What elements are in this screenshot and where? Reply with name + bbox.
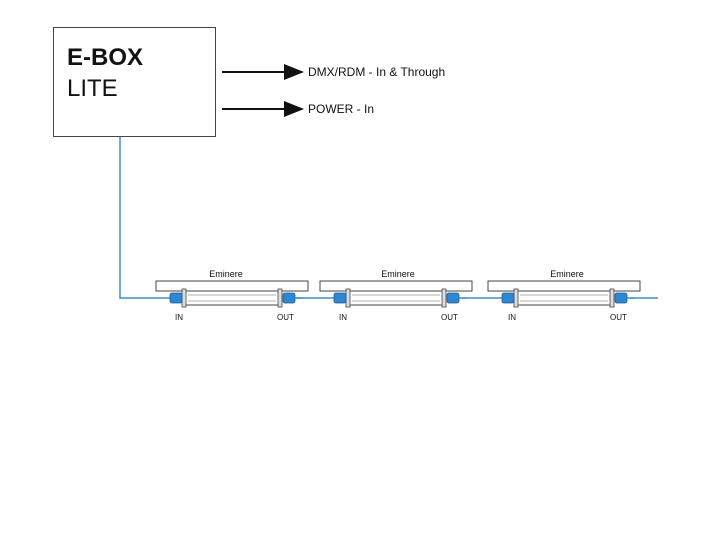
fixture-3-body — [515, 290, 613, 306]
fixture-2-end-cap-right — [441, 288, 447, 308]
fixture-2-body — [347, 290, 445, 306]
fixture-1-body — [183, 290, 281, 306]
fixture-2-name: Eminere — [381, 269, 415, 279]
fixture-3-out-label: OUT — [610, 313, 627, 322]
fixture-1-name: Eminere — [209, 269, 243, 279]
fixture-3-in-label: IN — [508, 313, 516, 322]
fixture-1-out-label: OUT — [277, 313, 294, 322]
fixture-1-end-cap-left — [181, 288, 187, 308]
fixture-3-name: Eminere — [550, 269, 584, 279]
fixture-1-end-cap-right — [277, 288, 283, 308]
power-input-label: POWER - In — [308, 102, 375, 116]
device-title: E-BOX — [67, 44, 144, 71]
fixture-2-out-connector — [446, 292, 460, 304]
fixture-1-housing — [155, 280, 309, 292]
fixture-2-out-label: OUT — [441, 313, 458, 322]
fixture-2-housing — [319, 280, 473, 292]
fixture-3-end-cap-left — [513, 288, 519, 308]
fixture-3-housing — [487, 280, 641, 292]
fixture-1-out-connector — [282, 292, 296, 304]
e-box-device: E-BOX LITE — [53, 27, 216, 137]
fixture-3-end-cap-right — [609, 288, 615, 308]
fixture-2-in-connector — [333, 292, 347, 304]
data-cable — [119, 137, 176, 299]
fixture-3-in-connector — [501, 292, 515, 304]
fixture-2-in-label: IN — [339, 313, 347, 322]
fixture-3-out-connector — [614, 292, 628, 304]
device-subtitle: LITE — [67, 75, 118, 102]
fixture-1-in-label: IN — [175, 313, 183, 322]
fixture-1-in-connector — [169, 292, 183, 304]
dmx-input-label: DMX/RDM - In & Through — [308, 65, 446, 79]
fixture-2-end-cap-left — [345, 288, 351, 308]
